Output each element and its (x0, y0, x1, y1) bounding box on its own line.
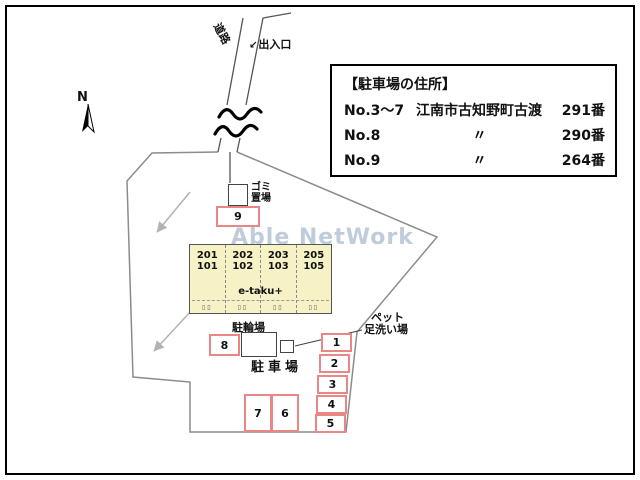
parking-space-7: 7 (244, 394, 272, 432)
unit-number-upper: 203 (267, 250, 289, 261)
building-unit: 201 101 ▯▯ (190, 245, 225, 313)
parking-space-3: 3 (317, 375, 348, 394)
slope-arrow-lower (153, 309, 193, 352)
unit-number-lower: 101 (196, 261, 218, 272)
garbage-label-line1: ゴミ (251, 182, 271, 193)
building-unit: 205 105 ▯▯ (295, 245, 332, 313)
map-border-frame (5, 5, 635, 475)
address-row-addr: 〃 (472, 128, 487, 144)
address-row-no: No.9 (344, 153, 381, 169)
unit-number-lower: 102 (232, 261, 254, 272)
pet-wash-label-line1: ペット (371, 311, 404, 324)
address-row: No.3～7 江南市古知野町古渡 291番 (344, 99, 605, 124)
entrance-marks-icon: ▯▯ (201, 304, 213, 311)
building: 201 101 ▯▯ 202 102 ▯▯ 203 103 ▯▯ 205 105… (189, 244, 332, 314)
parking-space-6: 6 (271, 394, 299, 432)
address-row-no: No.3～7 (344, 103, 405, 119)
road-edge-line (262, 12, 292, 19)
address-row-no: No.8 (344, 128, 381, 144)
entrance-marks-icon: ▯▯ (272, 304, 284, 311)
parking-space-1: 1 (321, 333, 352, 352)
entrance-arrow-icon: ↙ (249, 40, 258, 51)
address-row-lot: 291番 (561, 103, 605, 119)
unit-number-upper: 205 (303, 250, 325, 261)
building-unit: 202 102 ▯▯ (224, 245, 261, 313)
entrance-label: ↙出入口 (249, 36, 291, 52)
north-label: N (77, 90, 88, 105)
parking-space-2: 2 (319, 354, 350, 373)
slope-arrow-upper (156, 191, 191, 233)
garbage-label-line2: 置場 (251, 193, 271, 204)
address-box: 【駐車場の住所】 No.3～7 江南市古知野町古渡 291番 No.8 〃 29… (330, 64, 617, 177)
address-row: No.9 〃 264番 (344, 149, 605, 174)
garbage-area-box (228, 184, 248, 206)
entrance-marks-icon: ▯▯ (237, 304, 249, 311)
unit-number-lower: 103 (267, 261, 289, 272)
road-lines (217, 12, 292, 183)
entrance-label-text: 出入口 (258, 38, 292, 51)
unit-number-upper: 201 (196, 250, 218, 261)
garbage-label: ゴミ 置場 (251, 182, 271, 204)
pet-wash-label: ペット 足洗い場 (364, 312, 408, 336)
pet-wash-label-line2: 足洗い場 (364, 323, 408, 336)
bicycle-parking-box (241, 332, 277, 357)
parking-space-9: 9 (216, 206, 260, 227)
north-needle-icon (82, 103, 95, 134)
unit-number-upper: 202 (232, 250, 254, 261)
address-row-lot: 290番 (561, 128, 605, 144)
address-row-lot: 264番 (561, 153, 605, 169)
entrance-marks-icon: ▯▯ (308, 304, 320, 311)
address-row-addr: 〃 (472, 153, 487, 169)
building-unit: 203 103 ▯▯ (260, 245, 296, 313)
address-box-title: 【駐車場の住所】 (344, 77, 456, 93)
address-row: No.8 〃 290番 (344, 124, 605, 149)
building-dashed-line (192, 300, 329, 301)
parking-space-5: 5 (315, 414, 346, 433)
parking-lot-label: 駐車場 (251, 360, 303, 375)
slope-arrows (153, 191, 193, 352)
unit-number-lower: 105 (303, 261, 325, 272)
road-break-squiggles (213, 106, 263, 138)
address-row-addr: 江南市古知野町古渡 (416, 103, 542, 119)
bicycle-parking-label: 駐輪場 (232, 321, 265, 334)
pet-wash-box (280, 340, 294, 353)
parking-space-8: 8 (209, 334, 240, 356)
parking-space-4: 4 (316, 395, 347, 414)
plot-outline (126, 151, 439, 433)
building-name: e-taku+ (238, 286, 283, 297)
